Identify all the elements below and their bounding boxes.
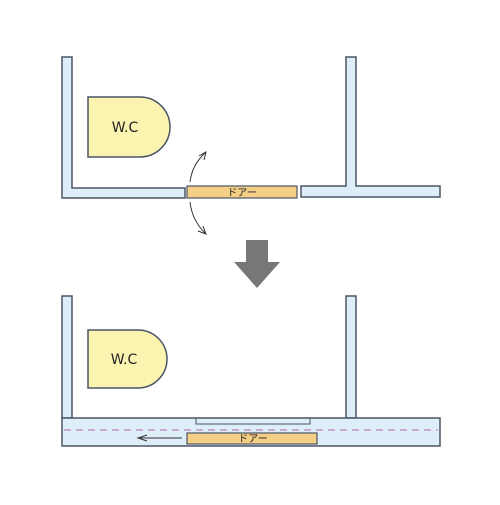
wall-left-l — [61, 56, 186, 199]
toilet-fixture: W.C — [87, 96, 171, 158]
hinged-door: ドアー — [186, 185, 298, 199]
wall-right-t — [300, 56, 441, 198]
swing-arc-up — [189, 152, 206, 183]
slide-left-arrow-icon — [136, 434, 182, 442]
door-pocket — [195, 418, 311, 425]
toilet-label: W.C — [111, 352, 138, 368]
sliding-door: ドアー — [186, 432, 318, 445]
wall-right-vertical — [345, 295, 357, 419]
door-label: ドアー — [227, 188, 256, 199]
swing-arrowhead-up — [198, 150, 207, 161]
down-arrow-icon — [234, 240, 280, 288]
swing-arc-down — [189, 201, 206, 234]
wall-left-vertical — [61, 295, 73, 419]
toilet-label: W.C — [112, 120, 139, 136]
after-plan: W.C ドアー — [61, 295, 441, 447]
before-plan: W.C ドアー — [61, 56, 441, 235]
swing-arrowhead-down — [197, 225, 207, 235]
wall-bottom-horizontal — [61, 417, 441, 447]
toilet-fixture: W.C — [87, 329, 168, 389]
door-label: ドアー — [238, 434, 267, 445]
swing-arrows — [189, 150, 207, 235]
